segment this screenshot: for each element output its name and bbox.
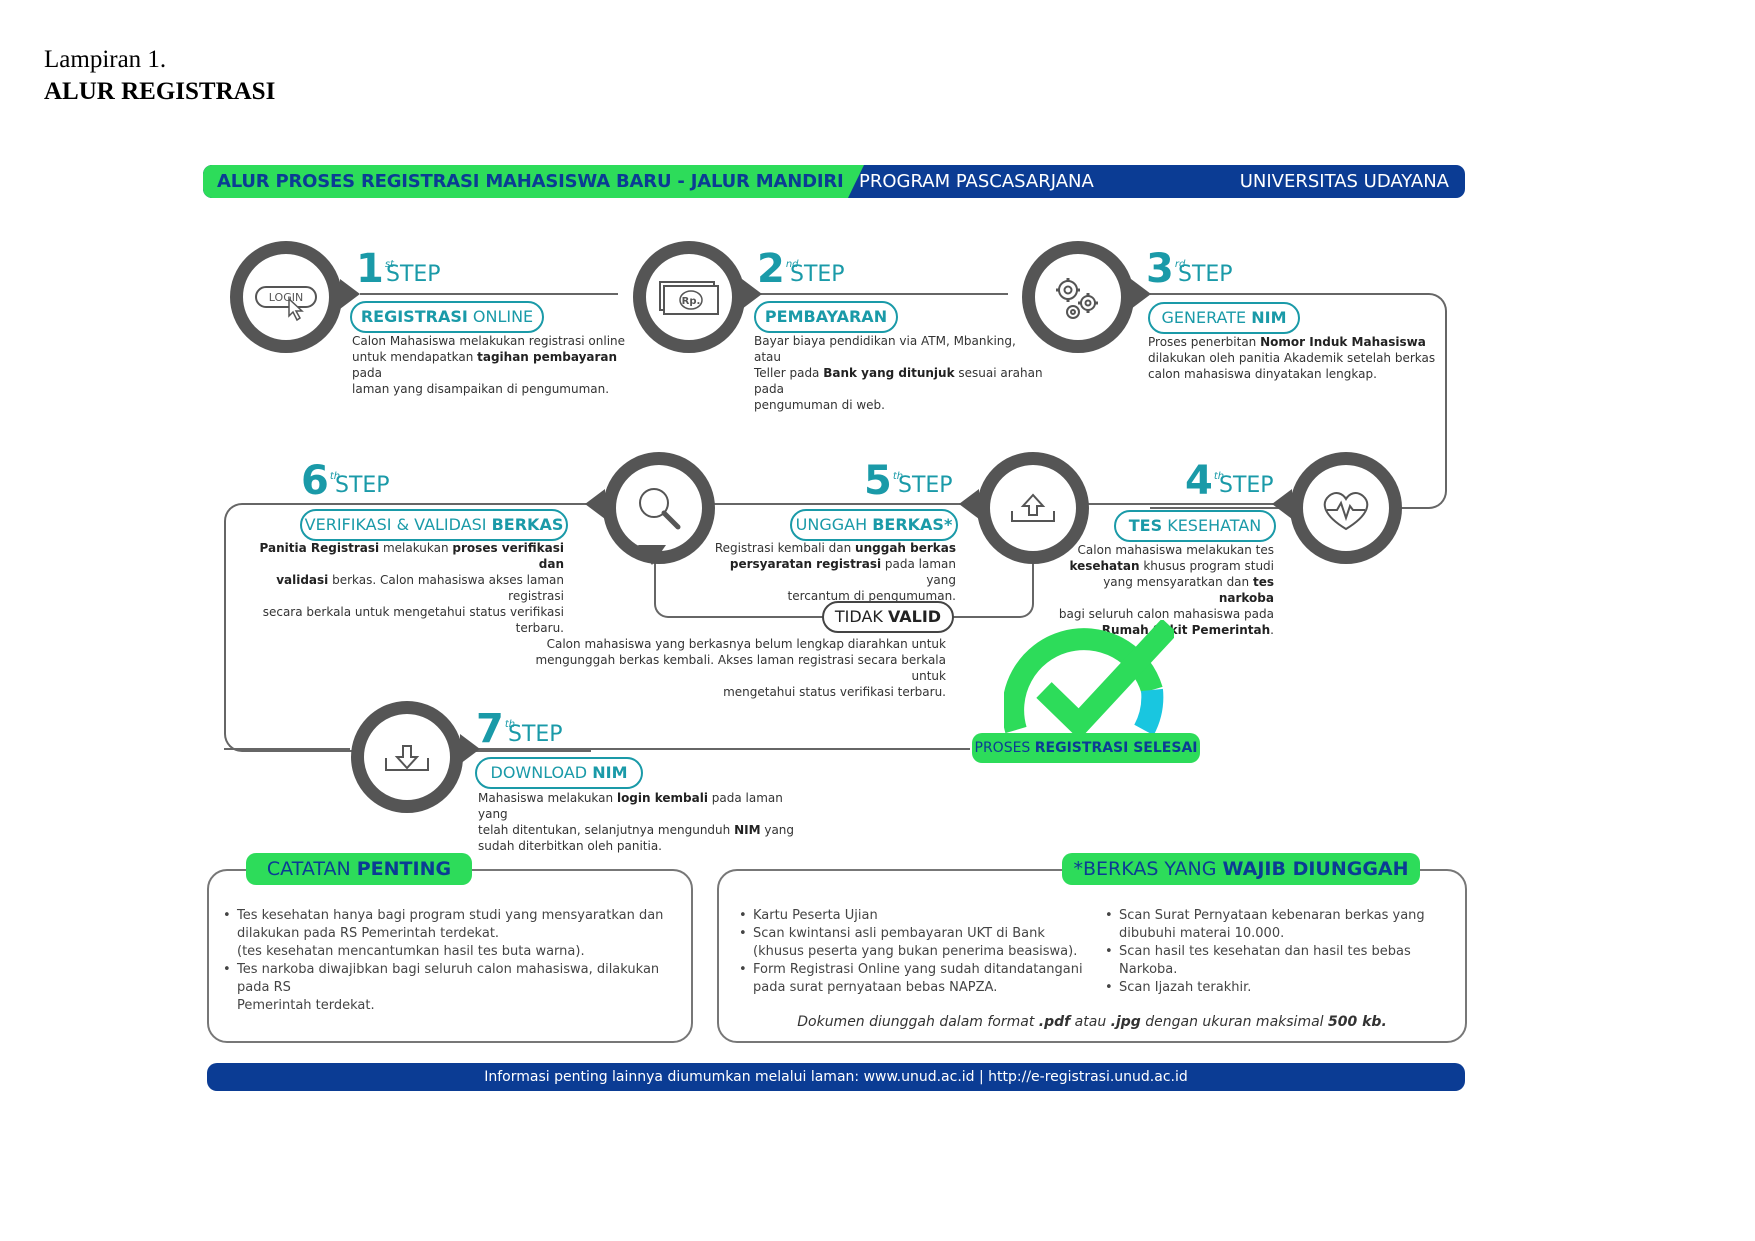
step1-title: REGISTRASI ONLINE (350, 301, 544, 333)
step4-label: STEP (1219, 473, 1274, 498)
step1-description: Calon Mahasiswa melakukan registrasi onl… (352, 334, 626, 396)
connector-line (1087, 503, 1277, 505)
berkas-wajib-box: Kartu Peserta Ujian Scan kwintansi asli … (717, 869, 1467, 1043)
step3-description: Proses penerbitan Nomor Induk Mahasiswa … (1148, 335, 1436, 381)
step7-number: 7th (476, 706, 516, 752)
step5-description: Registrasi kembali dan unggah berkas per… (714, 541, 956, 603)
berkas-format-note: Dokumen diunggah dalam format .pdf atau … (797, 1014, 1387, 1030)
step1-label: STEP (386, 262, 441, 287)
step4-heart-icon (1290, 452, 1402, 564)
banner-green-segment (203, 165, 864, 198)
step3-label: STEP (1178, 262, 1233, 287)
catatan-penting-title: CATATAN PENTING (246, 853, 472, 885)
step2-pointer (742, 279, 762, 309)
step7-description: Mahasiswa melakukan login kembali pada l… (478, 791, 795, 853)
step6-search-icon (603, 452, 715, 564)
list-item: Tes kesehatan hanya bagi program studi y… (223, 907, 683, 961)
step5-number: 5th (864, 458, 904, 504)
step1-number: 1st (356, 246, 394, 292)
step6-title: VERIFIKASI & VALIDASI BERKAS (300, 509, 568, 541)
banner-university: UNIVERSITAS UDAYANA (1239, 171, 1449, 192)
step4-description: Calon mahasiswa melakukan tes kesehatan … (1058, 543, 1274, 637)
registration-complete-badge: PROSES REGISTRASI SELESAI (972, 733, 1200, 763)
document-title: ALUR REGISTRASI (44, 78, 276, 105)
connector-line (360, 293, 618, 295)
step2-title: PEMBAYARAN (754, 301, 898, 333)
step5-title: UNGGAH BERKAS* (790, 509, 958, 541)
list-item: Scan hasil tes kesehatan dan hasil tes b… (1105, 943, 1455, 979)
step7-pointer (460, 734, 480, 764)
step6-number: 6th (301, 458, 341, 504)
list-item: Scan Surat Pernyataan kebenaran berkas y… (1105, 907, 1455, 943)
step4-number: 4th (1185, 458, 1225, 504)
step6-pointer-down (638, 545, 666, 565)
step6-pointer-left (585, 489, 605, 519)
step7-label: STEP (508, 722, 563, 747)
tidak-valid-label: TIDAK VALID (822, 601, 954, 633)
step2-label: STEP (790, 262, 845, 287)
step7-title: DOWNLOAD NIM (475, 757, 643, 789)
connector-line (224, 748, 350, 750)
step2-payment-icon: Rp. (633, 241, 745, 353)
step7-download-icon (351, 701, 463, 813)
catatan-list: Tes kesehatan hanya bagi program studi y… (223, 907, 683, 1015)
registration-complete-check-icon (1002, 618, 1179, 748)
step4-title: TES KESEHATAN (1114, 510, 1276, 542)
step3-title: GENERATE NIM (1148, 302, 1300, 334)
banner-title: ALUR PROSES REGISTRASI MAHASISWA BARU - … (217, 171, 844, 192)
step1-login-icon: LOGIN (230, 241, 342, 353)
banner-program: PROGRAM PASCASARJANA (859, 171, 1094, 192)
berkas-list-col2: Scan Surat Pernyataan kebenaran berkas y… (1105, 907, 1455, 997)
connector-line (710, 503, 972, 505)
step1-pointer (340, 279, 360, 309)
step3-gears-icon (1022, 241, 1134, 353)
svg-text:Rp.: Rp. (682, 296, 701, 307)
list-item: Form Registrasi Online yang sudah ditand… (739, 961, 1089, 997)
document-header: Lampiran 1. ALUR REGISTRASI (44, 44, 275, 108)
step5-pointer (959, 489, 979, 519)
step6-label: STEP (335, 473, 390, 498)
step5-label: STEP (898, 473, 953, 498)
connector-line (760, 293, 1008, 295)
footer-info-bar: Informasi penting lainnya diumumkan mela… (207, 1063, 1465, 1091)
lampiran-label: Lampiran 1. (44, 46, 167, 73)
header-banner: ALUR PROSES REGISTRASI MAHASISWA BARU - … (203, 165, 1465, 198)
step4-pointer (1272, 489, 1292, 519)
list-item: Kartu Peserta Ujian (739, 907, 1089, 925)
list-item: Scan kwintansi asli pembayaran UKT di Ba… (739, 925, 1089, 961)
berkas-wajib-title: *BERKAS YANG WAJIB DIUNGGAH (1062, 853, 1420, 885)
step3-number: 3rd (1146, 246, 1186, 292)
step2-number: 2nd (757, 246, 799, 292)
berkas-list-col1: Kartu Peserta Ujian Scan kwintansi asli … (739, 907, 1089, 997)
svg-text:LOGIN: LOGIN (269, 291, 303, 304)
step3-pointer (1131, 279, 1151, 309)
connector-line (470, 748, 970, 750)
catatan-penting-box: Tes kesehatan hanya bagi program studi y… (207, 869, 693, 1043)
step5-upload-icon (977, 452, 1089, 564)
list-item: Tes narkoba diwajibkan bagi seluruh calo… (223, 961, 683, 1015)
step6-description: Panitia Registrasi melakukan proses veri… (259, 541, 564, 635)
tidak-valid-description: Calon mahasiswa yang berkasnya belum len… (535, 637, 946, 699)
step2-description: Bayar biaya pendidikan via ATM, Mbanking… (754, 334, 1043, 412)
list-item: Scan Ijazah terakhir. (1105, 979, 1455, 997)
